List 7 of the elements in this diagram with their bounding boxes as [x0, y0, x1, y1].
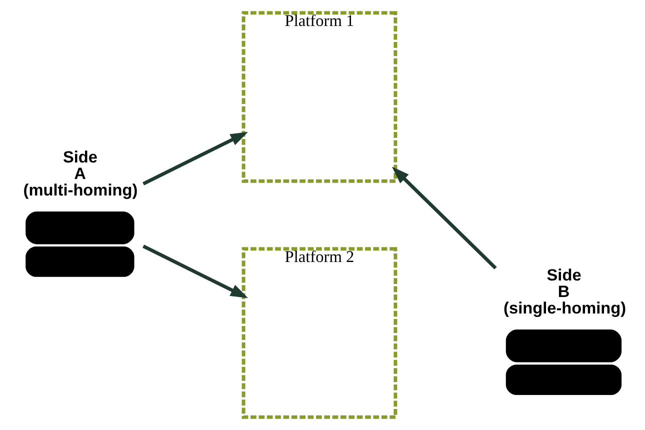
- node-label: Side B (single-homing): [503, 266, 626, 318]
- node-box: Platform 2: [241, 247, 397, 419]
- arrow: [142, 132, 248, 186]
- node-box: Platform 1: [241, 11, 397, 183]
- arrow: [142, 244, 248, 298]
- arrow: [391, 166, 496, 270]
- node-label: Side A (multi-homing): [22, 148, 138, 200]
